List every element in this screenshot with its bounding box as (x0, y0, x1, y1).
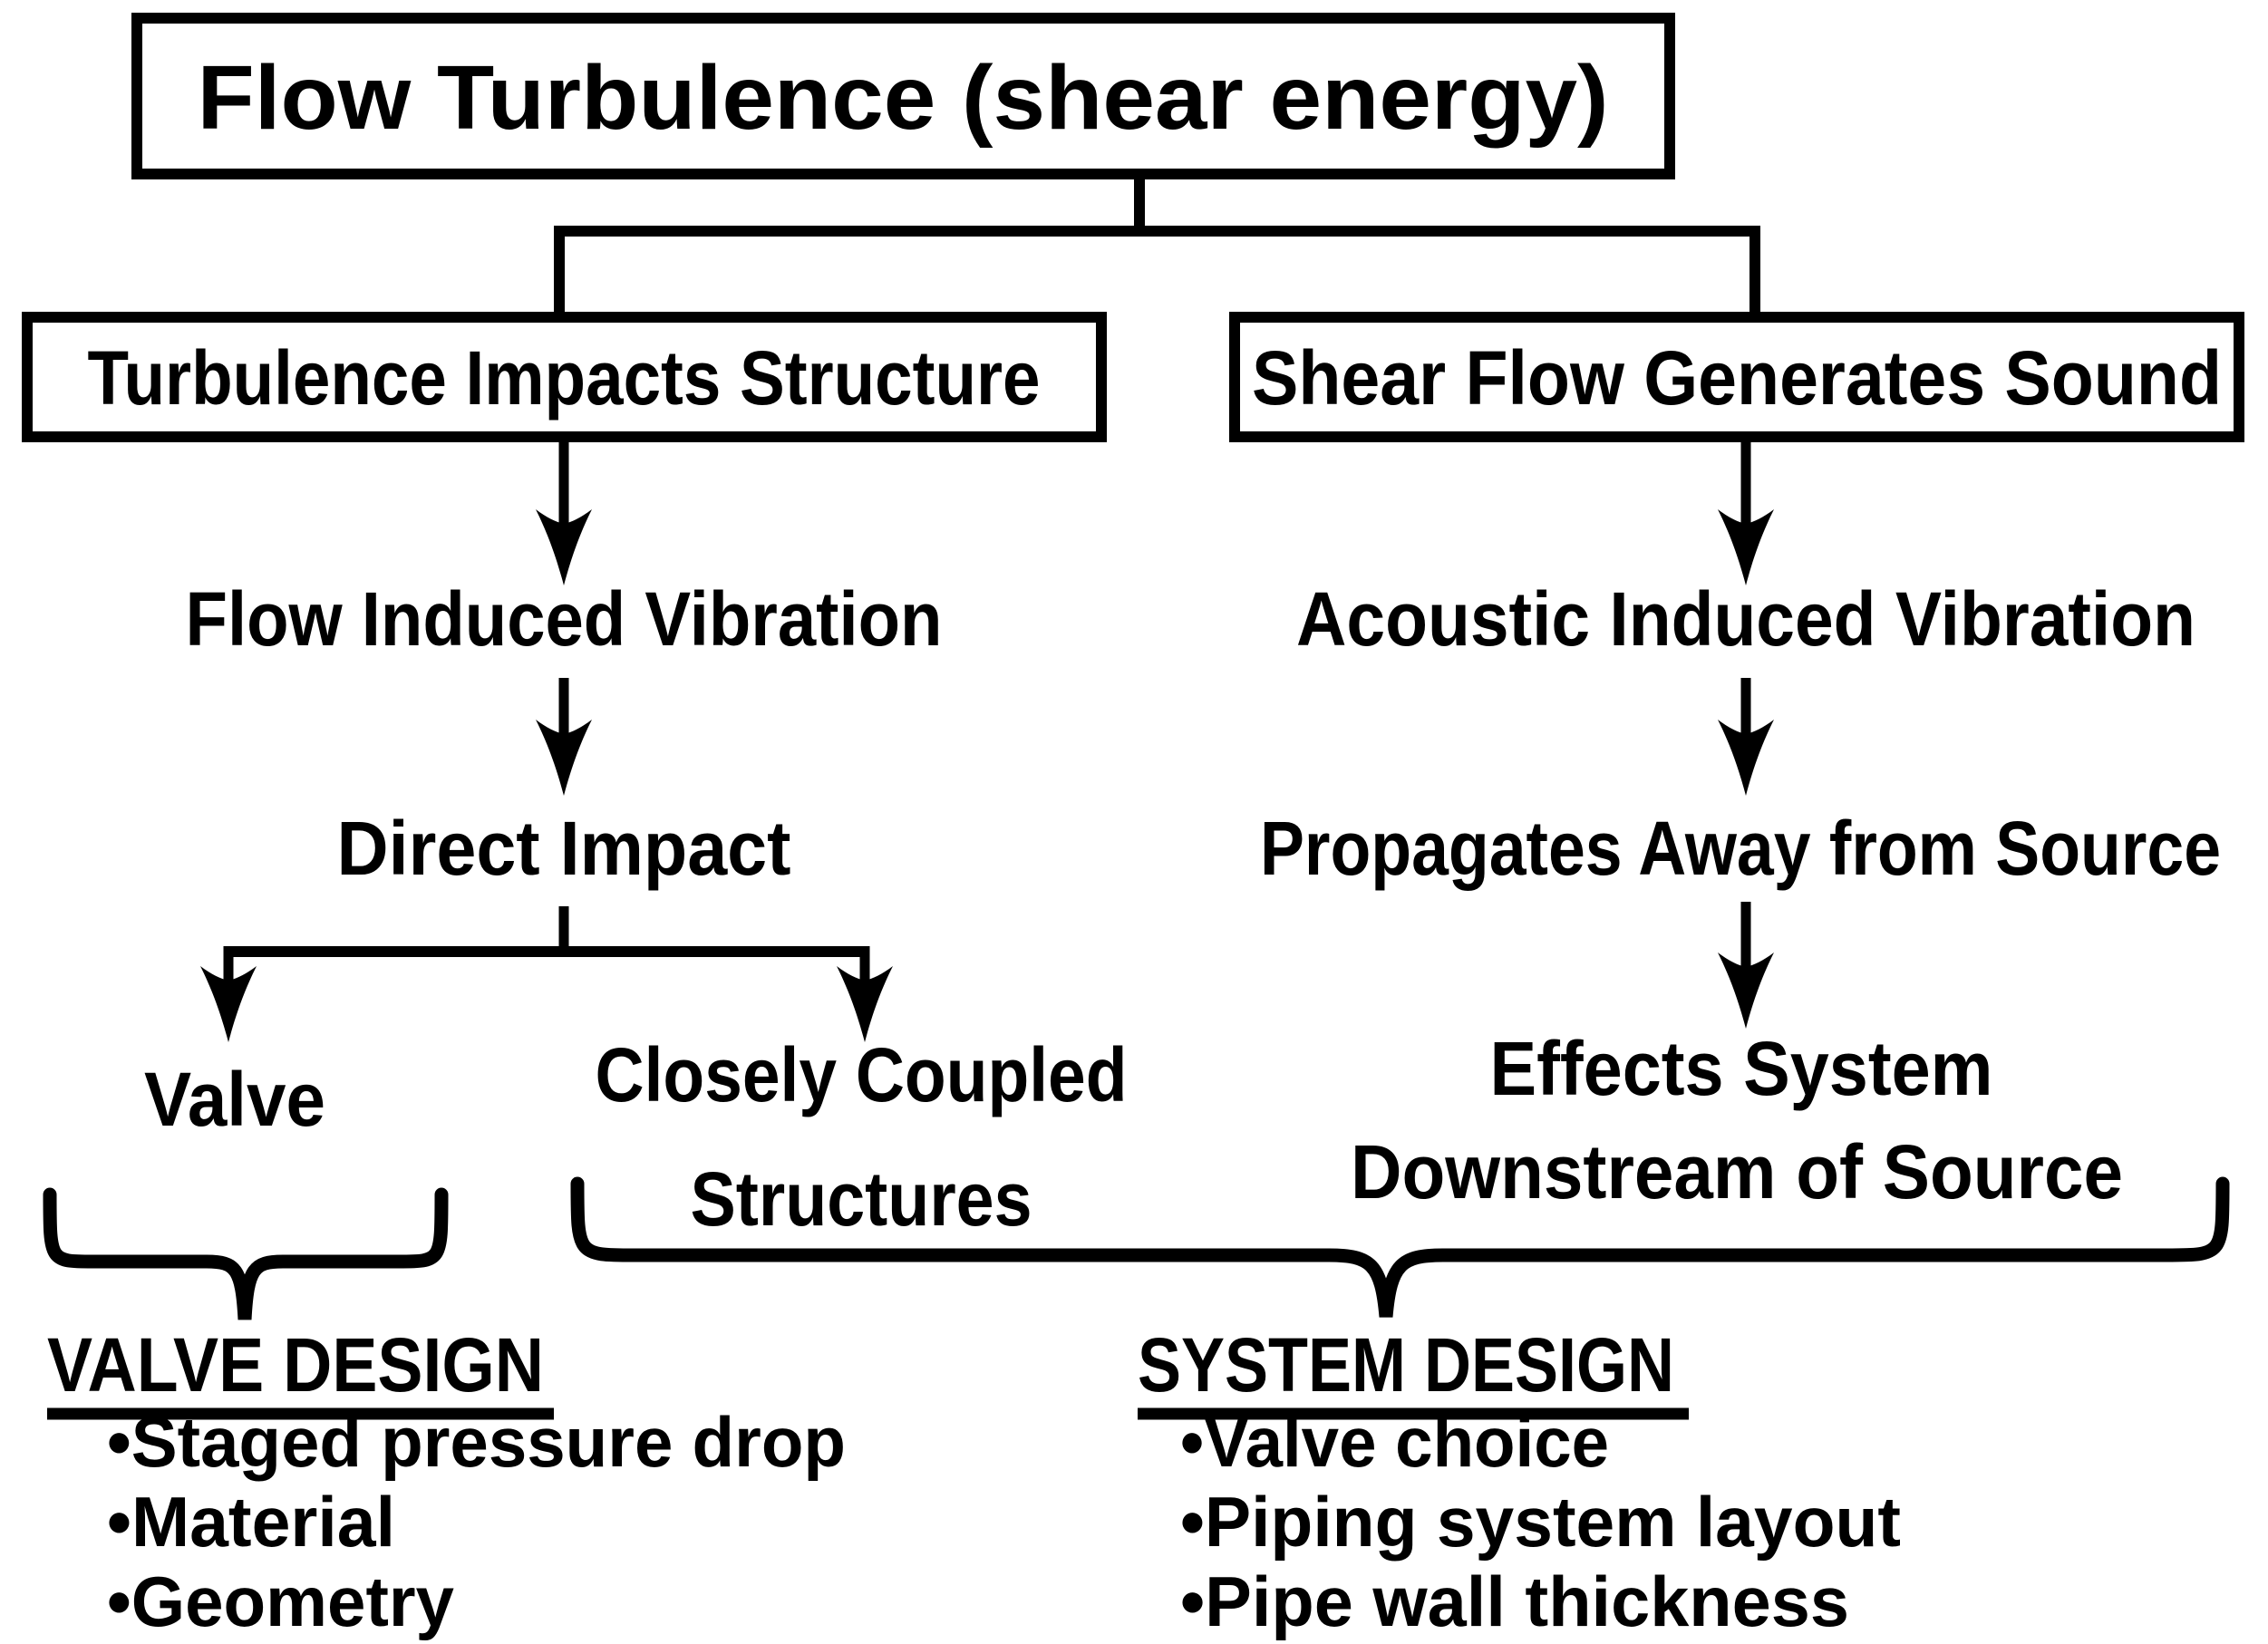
effects-system-downstream-label: Effects System Downstream of Source (1351, 1026, 2123, 1214)
direct-impact-label: Direct Impact (337, 806, 791, 891)
direct-impact-split-connector (200, 906, 893, 1042)
right-branch-box-label: Shear Flow Generates Sound (1252, 335, 2222, 421)
arrow-right-2 (1718, 678, 1774, 796)
arrow-left-2 (536, 678, 592, 796)
bullet-icon: • (1180, 1402, 1204, 1482)
title-text: Flow Turbulence (shear energy) (198, 47, 1609, 149)
valve-label: Valve (144, 1057, 325, 1142)
flow-induced-vibration-label: Flow Induced Vibration (186, 576, 943, 662)
propagates-away-label: Propagates Away from Source (1260, 806, 2221, 891)
valve-design-bullet-1: •Staged pressure drop (107, 1402, 846, 1482)
bullet-icon: • (1180, 1562, 1205, 1641)
closely-coupled-structures-label: Closely Coupled Structures (596, 1032, 1128, 1242)
acoustic-induced-vibration-label: Acoustic Induced Vibration (1296, 576, 2195, 662)
left-branch-box (22, 312, 1107, 442)
svg-text:Structures: Structures (691, 1156, 1032, 1242)
system-design-bullet-3: •Pipe wall thickness (1180, 1562, 1849, 1641)
right-branch-box (1229, 312, 2244, 442)
bullet-icon: • (107, 1482, 131, 1562)
bullet-icon: • (107, 1402, 131, 1482)
system-brace (570, 1176, 2230, 1318)
bullet-icon: • (1180, 1482, 1205, 1562)
left-branch-box-label: Turbulence Impacts Structure (88, 335, 1041, 421)
svg-text:Closely Coupled: Closely Coupled (596, 1032, 1128, 1117)
bullet-icon: • (107, 1562, 131, 1641)
system-design-bullet-2: •Piping system layout (1180, 1482, 1901, 1562)
svg-text:Downstream of Source: Downstream of Source (1351, 1129, 2123, 1214)
arrow-right-1 (1718, 439, 1774, 585)
valve-design-heading: VALVE DESIGN (47, 1322, 544, 1407)
valve-brace (43, 1187, 449, 1320)
arrow-right-3 (1718, 902, 1774, 1029)
valve-design-bullet-2: •Material (107, 1482, 395, 1562)
svg-text:Effects System: Effects System (1490, 1026, 1993, 1111)
root-connector (554, 172, 1760, 319)
system-design-heading: SYSTEM DESIGN (1138, 1322, 1674, 1407)
title-box (131, 13, 1675, 179)
arrow-left-1 (536, 439, 592, 585)
valve-design-bullet-3: •Geometry (107, 1562, 454, 1641)
system-design-bullet-1: •Valve choice (1180, 1402, 1609, 1482)
